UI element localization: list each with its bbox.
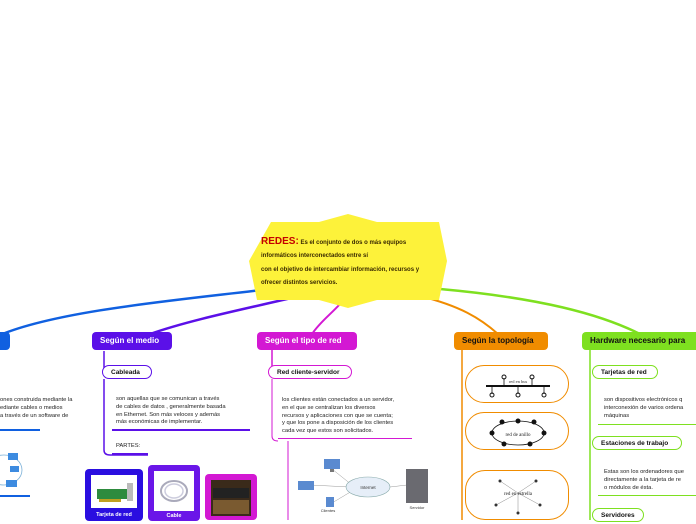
card-cable-label: Cable <box>166 513 182 519</box>
branch-hardware[interactable]: Hardware necesario para <box>582 332 696 350</box>
client-monitor-icon <box>324 459 340 469</box>
central-line2: informáticos interconectados entre sí <box>261 253 369 260</box>
central-node-shape <box>249 214 447 308</box>
tarjeta-red-image <box>91 475 137 508</box>
network-card-icon <box>97 483 133 502</box>
hardware-tarjetas[interactable]: Tarjetas de red <box>592 365 658 379</box>
medio-partes: PARTES: <box>116 443 141 449</box>
branch-tipo[interactable]: Según el tipo de red <box>257 332 357 350</box>
medio-partes-underline <box>112 453 148 455</box>
topo-bus[interactable]: red en bus <box>465 365 569 403</box>
branch-topologia[interactable]: Según la topología <box>454 332 548 350</box>
connector-left <box>0 287 271 337</box>
hardware-estaciones-note: Estas son los ordenadores que directamen… <box>604 469 684 491</box>
svg-text:Servidor: Servidor <box>410 505 426 510</box>
star-topology-icon: red en estrella <box>494 479 542 515</box>
branch-medio[interactable]: Según el medio <box>92 332 172 350</box>
medio-cableada[interactable]: Cableada <box>102 365 152 379</box>
card-hub[interactable] <box>205 474 257 520</box>
cable-image <box>154 471 194 511</box>
cable-icon <box>160 480 188 502</box>
tipo-note-underline <box>278 438 412 439</box>
medio-note-underline <box>112 429 250 431</box>
client-tablet-icon <box>326 497 334 507</box>
card-cable[interactable]: Cable <box>148 465 200 521</box>
connector-medio <box>149 294 301 336</box>
tipo-cliente-note: los clientes están conectados a un servi… <box>282 397 395 435</box>
tarjetas-underline <box>598 424 696 425</box>
client-server-diagram: Internet Clientes Servidor <box>298 459 428 513</box>
card-tarjeta-red[interactable]: Tarjeta de red <box>85 469 143 521</box>
central-node-text[interactable]: REDES: Es el conjunto de dos o más equip… <box>261 235 443 291</box>
medio-cableada-note: son aquellas que se comunican a través d… <box>116 396 226 426</box>
svg-text:Clientes: Clientes <box>321 508 335 513</box>
central-line3: con el objetivo de intercambiar informac… <box>261 266 420 273</box>
central-line4: ofrecer distintos servicios. <box>261 280 338 287</box>
branch-left-pill[interactable] <box>0 332 10 350</box>
svg-text:red en bus: red en bus <box>509 379 528 384</box>
connector-hardware <box>439 287 641 336</box>
card-tarjeta-red-label: Tarjeta de red <box>96 512 132 518</box>
hub-icon <box>213 488 249 514</box>
svg-text:red de anillo: red de anillo <box>506 433 531 438</box>
server-icon <box>406 469 428 503</box>
tipo-cliente-servidor[interactable]: Red cliente-servidor <box>268 365 352 379</box>
topo-estrella[interactable]: red en estrella <box>465 470 569 520</box>
client-laptop-icon <box>298 481 314 490</box>
topo-anillo[interactable]: red de anillo <box>465 412 569 450</box>
central-title: REDES: <box>261 236 299 247</box>
internet-cloud-icon <box>345 476 391 498</box>
central-line1: Es el conjunto de dos o más equipos <box>300 240 407 246</box>
hardware-estaciones[interactable]: Estaciones de trabajo <box>592 436 682 450</box>
connector-tipo <box>311 303 341 335</box>
hardware-tarjetas-note: son dispositivos electrónicos q intercon… <box>604 397 684 419</box>
svg-text:Internet: Internet <box>360 485 376 490</box>
left-network-diagram <box>0 453 23 487</box>
ring-topology-icon: red de anillo <box>489 418 547 447</box>
left-note: ones construida mediante la ediante cabl… <box>0 397 73 419</box>
svg-text:red en estrella: red en estrella <box>504 492 533 497</box>
hub-image <box>211 480 251 516</box>
estaciones-underline <box>598 495 696 496</box>
bus-topology-icon: red en bus <box>486 374 550 398</box>
